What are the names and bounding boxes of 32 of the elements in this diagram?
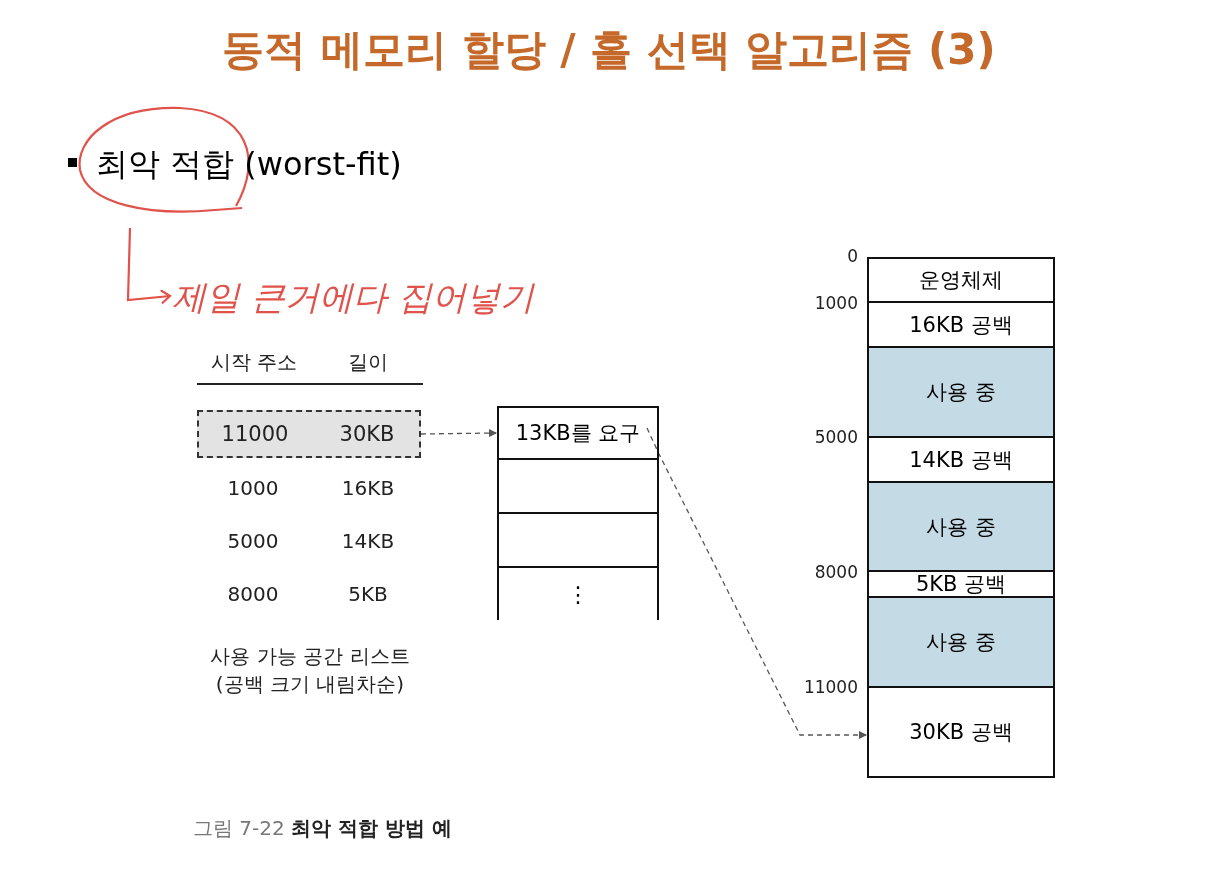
table-cell-text: 8000	[226, 581, 280, 608]
column-header: 시작 주소	[209, 349, 299, 376]
figure-caption: 그림 7-22 최악 적합 방법 예	[193, 815, 452, 842]
table-cell-text: 1000	[226, 475, 280, 502]
highlighted-row	[197, 410, 421, 458]
annotation-arrow	[126, 227, 172, 304]
list-cell	[497, 514, 659, 568]
address-label: 1000	[813, 292, 858, 315]
request-cell: 13KB를 요구	[497, 406, 659, 460]
list-cell	[497, 460, 659, 514]
handwritten-note: 제일 큰거에다 집어넣기	[172, 270, 632, 326]
address-label: 11000	[802, 676, 858, 699]
table-cell-text: 16KB	[340, 475, 396, 502]
memory-block: 사용 중	[867, 483, 1055, 572]
table-cell-text: 5000	[226, 528, 280, 555]
list-caption: 사용 가능 공간 리스트 (공백 크기 내림차순)	[209, 643, 411, 698]
memory-block: 운영체제	[867, 257, 1055, 303]
address-label: 8000	[813, 561, 858, 584]
title: 동적 메모리 할당 / 홀 선택 알고리즘 (3)	[221, 24, 997, 76]
address-text: 11000	[220, 421, 290, 448]
memory-block: 사용 중	[867, 598, 1055, 688]
table-cell-text: 14KB	[340, 528, 396, 555]
table-cell-text: 5KB	[347, 581, 389, 608]
memory-block: 사용 중	[867, 348, 1055, 438]
column-header: 길이	[347, 349, 389, 376]
address-label: 0	[846, 245, 858, 268]
dashed-arrow	[646, 427, 867, 739]
size-text: 30KB	[338, 421, 396, 448]
dashed-arrow	[420, 429, 497, 438]
memory-block: 30KB 공백	[867, 688, 1055, 778]
list-cell: ⋮	[497, 568, 659, 620]
address-label: 5000	[813, 426, 858, 449]
